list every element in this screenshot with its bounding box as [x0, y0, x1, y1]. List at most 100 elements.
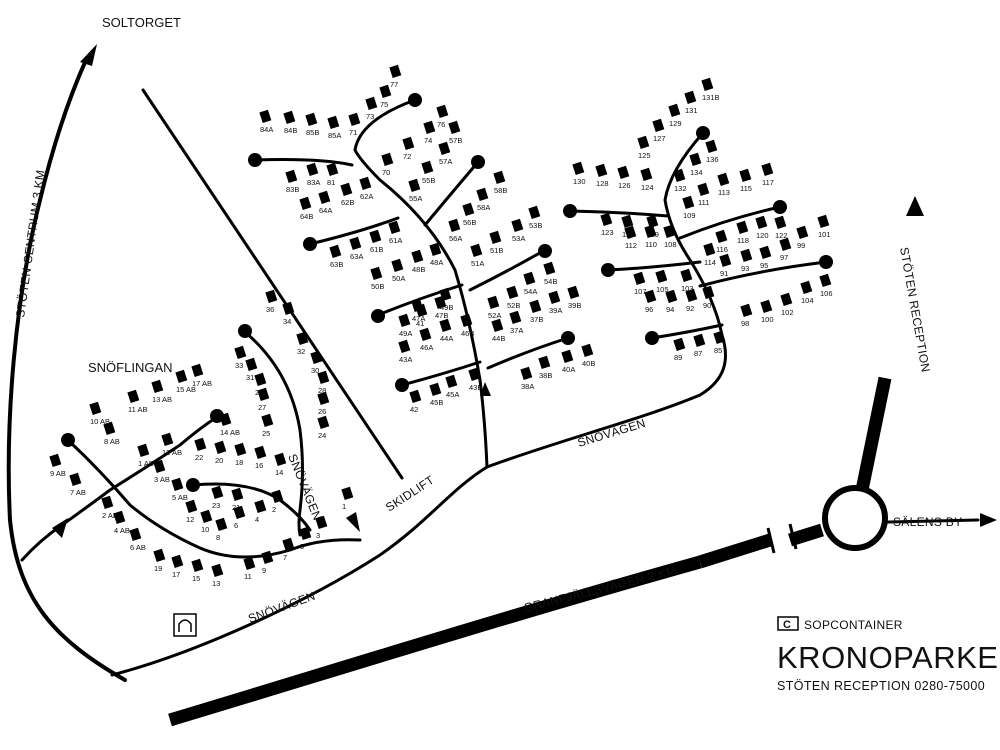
cabin-marker — [652, 118, 665, 132]
map-title: KRONOPARKEN — [777, 640, 1000, 675]
cabin-label: 110 — [645, 240, 657, 249]
cabin-label: 131B — [702, 93, 720, 102]
cabin-label: 96 — [645, 305, 653, 314]
cabin-label: 93 — [741, 264, 749, 273]
cabin-label: 2 — [272, 505, 276, 514]
cabin-marker — [646, 214, 659, 228]
cabin-marker — [423, 120, 436, 134]
cabin-label: 128 — [596, 179, 609, 188]
cabin-label: 74 — [424, 136, 432, 145]
cabin-marker — [697, 182, 710, 196]
cabin-label: 10 AB — [90, 417, 110, 426]
cabin-label: 33 — [235, 361, 243, 370]
cabin-label: 32 — [297, 347, 305, 356]
cabin-label: 51B — [490, 246, 503, 255]
cabin-label: 95 — [760, 261, 768, 270]
cabin-label: 83A — [307, 178, 320, 187]
cabin-marker — [760, 299, 773, 313]
cabin-label: 90 — [703, 301, 711, 310]
road-to-salen — [886, 518, 980, 524]
cabin-label: 98 — [741, 319, 749, 328]
cabin-label: 57B — [449, 136, 462, 145]
cabin-label: 120 — [756, 231, 769, 240]
cabin-marker — [673, 168, 686, 182]
cabin-marker — [702, 285, 715, 299]
cabin-marker — [740, 248, 753, 262]
cabin-label: 136 — [706, 155, 719, 164]
cabin-marker — [153, 459, 166, 473]
central-cul-de-sacs — [248, 93, 575, 392]
cabin-marker — [780, 292, 793, 306]
legend-label: SOPCONTAINER — [804, 618, 903, 632]
road-to-roundabout — [788, 523, 824, 547]
cabin-label: 2 AB — [102, 511, 118, 520]
label-granfjallsvagen: GRANFJÄLLSVÄGEN 3 KM — [522, 563, 677, 614]
cabin-label: 126 — [618, 181, 631, 190]
cabin-marker — [693, 333, 706, 347]
label-soltorget: SOLTORGET — [102, 15, 181, 30]
cabin-marker — [317, 370, 330, 384]
road-granfjallsvagen-end — [698, 533, 772, 569]
cabin-marker — [271, 489, 284, 503]
arrow-salen — [980, 513, 997, 527]
cabin-label: 100 — [761, 315, 774, 324]
cabin-marker — [365, 96, 378, 110]
cabin-label: 34 — [283, 317, 291, 326]
cabin-label: 37A — [510, 326, 523, 335]
cabin-label: 114 — [704, 258, 716, 267]
cabin-label: 11 — [244, 572, 252, 581]
cabin-label: 131 — [685, 106, 698, 115]
cabin-label: 42 — [410, 405, 418, 414]
cabin-marker — [103, 421, 116, 435]
cabin-marker — [705, 139, 718, 153]
cabin-marker — [200, 509, 213, 523]
cabin-label: 55B — [422, 176, 435, 185]
label-snovagen-3: SNÖVÄGEN — [285, 452, 324, 523]
cabin-marker — [719, 253, 732, 267]
cabin-label: 14 — [275, 468, 283, 477]
cabin-marker — [644, 289, 657, 303]
cabin-marker — [600, 212, 613, 226]
cabin-marker — [211, 563, 224, 577]
cabin-marker — [234, 345, 247, 359]
cabin-marker — [317, 415, 330, 429]
cabin-label: 56B — [463, 218, 476, 227]
road-snovagen — [110, 333, 727, 677]
cabin-marker — [411, 249, 424, 263]
cabin-label: 38A — [521, 382, 534, 391]
cabin-label: 3 — [316, 531, 320, 540]
cabin-label: 105 — [656, 285, 669, 294]
cabin-label: 63A — [350, 252, 363, 261]
cabin-marker — [493, 170, 506, 184]
cabin-marker — [511, 218, 524, 232]
cabin-marker — [617, 165, 630, 179]
cabin-label: 61B — [370, 245, 383, 254]
cabin-marker — [340, 182, 353, 196]
cabin-marker — [739, 168, 752, 182]
road-granfjallsvagen — [168, 555, 702, 727]
cabin-label: 27 — [258, 403, 266, 412]
cabin-marker — [370, 266, 383, 280]
cabin-label: 6 AB — [130, 543, 146, 552]
cabin-label: 94 — [666, 305, 674, 314]
cabin-label: 22 — [195, 453, 203, 462]
cabin-marker — [191, 363, 204, 377]
cabin-label: 57A — [439, 157, 452, 166]
cabin-marker — [261, 550, 274, 564]
cabin-label: 47A — [412, 314, 425, 323]
map-subtitle: STÖTEN RECEPTION 0280-75000 — [777, 679, 985, 693]
cabin-label: 13 — [212, 579, 220, 588]
label-skidlift: SKIDLIFT — [383, 473, 437, 515]
cabin-label: 43A — [399, 355, 412, 364]
cabin-label: 49B — [440, 303, 453, 312]
arrow-reception — [906, 196, 924, 216]
cabin-marker — [113, 510, 126, 524]
cabin-label: 58A — [477, 203, 490, 212]
road-barriers — [766, 523, 798, 554]
snoflingan-cul-de-sac-2 — [210, 409, 224, 423]
cabin-label: 5 AB — [172, 493, 188, 502]
cabin-marker — [755, 215, 768, 229]
cabin-marker — [69, 472, 82, 486]
cabin-marker — [685, 288, 698, 302]
cabin-marker — [595, 163, 608, 177]
